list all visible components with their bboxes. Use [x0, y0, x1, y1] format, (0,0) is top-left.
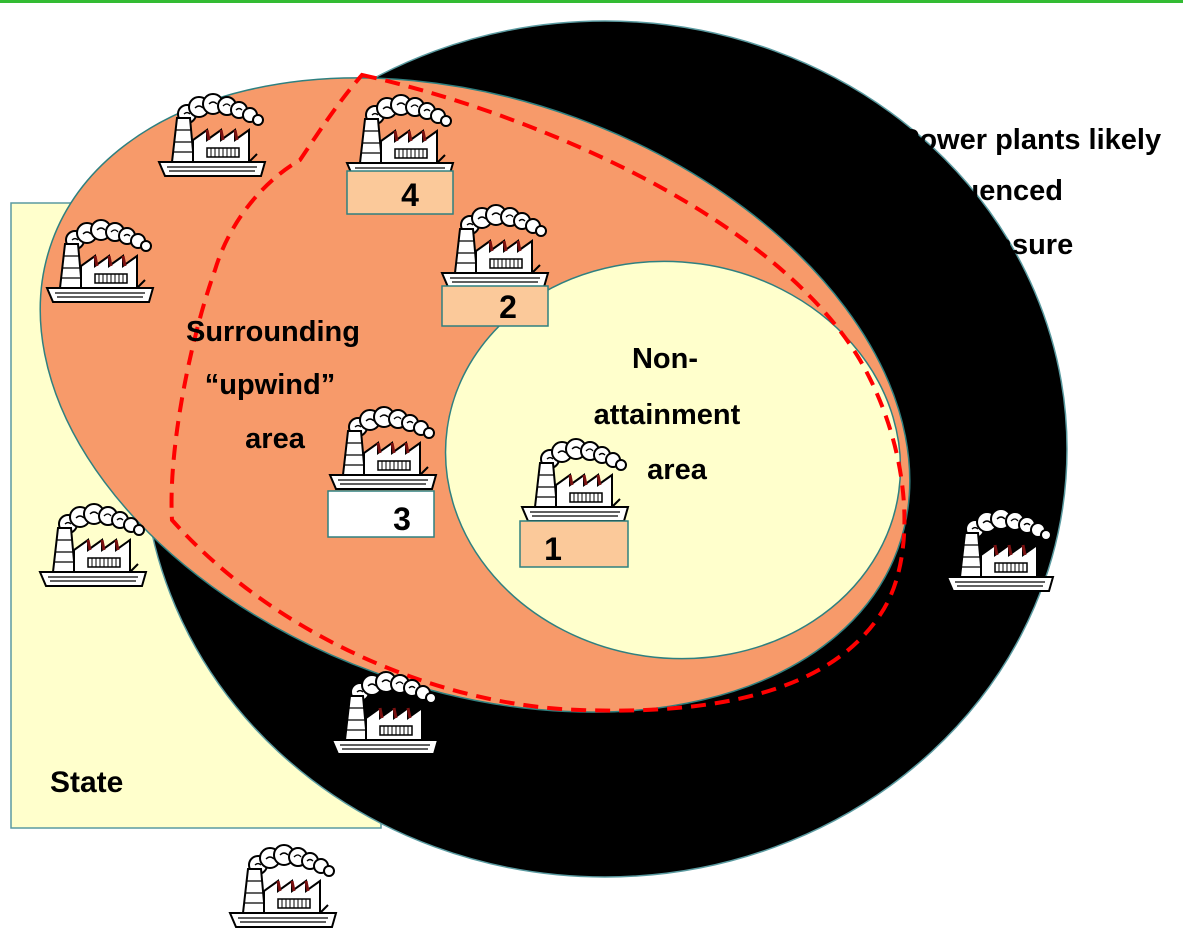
plant-number-box-1	[519, 520, 629, 568]
factory-plant-1: 1	[519, 437, 630, 568]
surrounding-label-line2: “upwind”	[205, 369, 335, 401]
plant-number-1: 1	[544, 531, 562, 567]
nonattainment-label-line3: area	[647, 454, 708, 486]
measure-boundary-dashed	[169, 72, 907, 713]
power-plants-label-line2: influenced	[918, 175, 1063, 207]
power-plants-label: Power plants likely influenced by measur…	[900, 124, 1161, 261]
surrounding-label-line3: area	[245, 423, 306, 455]
plant-number-box-2	[441, 285, 549, 327]
state-label: State	[50, 766, 123, 799]
plant-number-2: 2	[499, 289, 517, 325]
factory-plant-3: 3	[327, 405, 438, 538]
factory-icon	[228, 843, 338, 928]
surrounding-label-line1: Surrounding	[186, 316, 360, 348]
nonattainment-label-line2: attainment	[594, 399, 741, 431]
nonattainment-label: Non- attainment area	[594, 343, 741, 486]
plant-number-box-3	[327, 490, 435, 538]
plant-number-box-4	[346, 170, 454, 215]
power-plants-label-line3: by measure	[912, 229, 1073, 261]
top-rule	[0, 0, 1183, 3]
power-plants-label-line1: Power plants likely	[900, 124, 1161, 156]
factory-plant-4: 4	[345, 93, 455, 215]
surrounding-upwind-label: Surrounding “upwind” area	[186, 316, 360, 455]
plant-number-4: 4	[401, 177, 419, 213]
factory-plant-2: 2	[440, 203, 550, 327]
nonattainment-label-line1: Non-	[632, 343, 698, 375]
plant-number-3: 3	[393, 501, 411, 537]
